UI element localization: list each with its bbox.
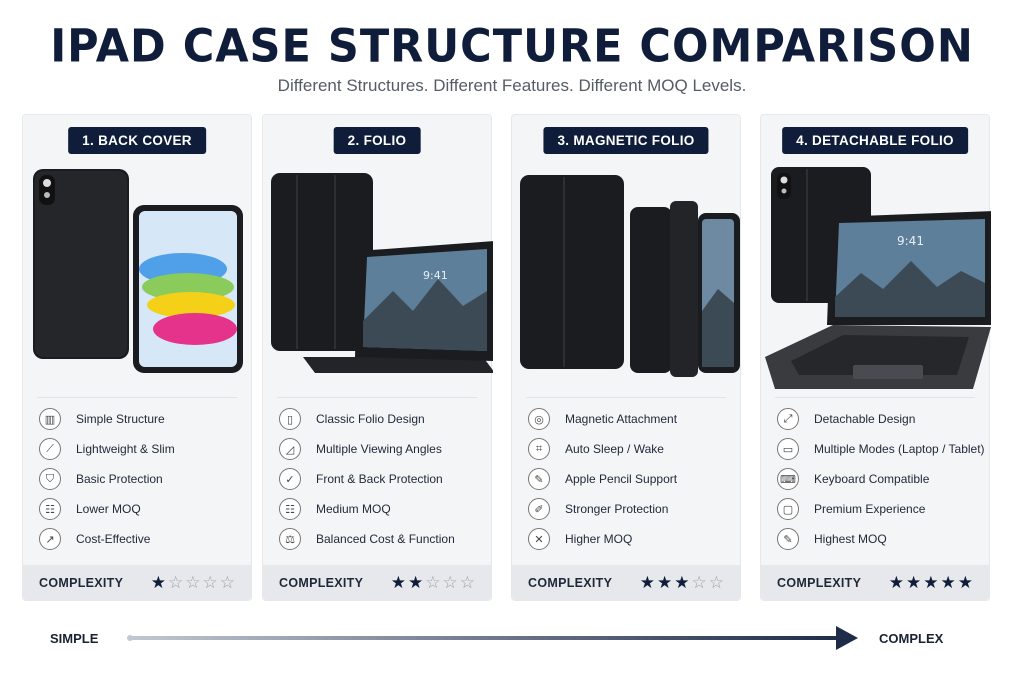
feature-item: ⌨Keyboard Compatible bbox=[777, 467, 981, 491]
card-back-cover: 1. BACK COVER ▥Simple Structure ⟋Lightwe… bbox=[22, 114, 252, 601]
star-filled-icon: ★ bbox=[639, 573, 655, 592]
complexity-stars: ★★★★★ bbox=[889, 574, 973, 591]
card-detachable-folio: 4. DETACHABLE FOLIO 9:41 ⤢Detachable Des… bbox=[760, 114, 991, 601]
detachable-folio-photo: 9:41 bbox=[765, 167, 991, 389]
pencil-icon: ✎ bbox=[777, 528, 799, 550]
complexity-bar: COMPLEXITY ★★☆☆☆ bbox=[263, 565, 491, 600]
feature-item: ▥Simple Structure bbox=[39, 407, 243, 431]
structure-icon: ▥ bbox=[39, 408, 61, 430]
star-empty-icon: ☆ bbox=[185, 573, 201, 592]
balance-icon: ⚖ bbox=[279, 528, 301, 550]
boxes-icon: ☷ bbox=[279, 498, 301, 520]
card-badge: 3. MAGNETIC FOLIO bbox=[543, 127, 709, 154]
card-badge: 1. BACK COVER bbox=[68, 127, 206, 154]
card-badge: 2. FOLIO bbox=[333, 127, 421, 154]
feature-item: ☷Medium MOQ bbox=[279, 497, 483, 521]
star-filled-icon: ★ bbox=[906, 573, 922, 592]
keyboard-icon: ⌨ bbox=[777, 468, 799, 490]
complexity-arrow bbox=[127, 626, 858, 650]
star-empty-icon: ☆ bbox=[708, 573, 724, 592]
feature-item: ↗Cost-Effective bbox=[39, 527, 243, 551]
star-filled-icon: ★ bbox=[940, 573, 956, 592]
star-empty-icon: ☆ bbox=[219, 573, 235, 592]
complexity-stars: ★★★☆☆ bbox=[640, 574, 724, 591]
feature-item: ✓Front & Back Protection bbox=[279, 467, 483, 491]
card-badge: 4. DETACHABLE FOLIO bbox=[782, 127, 968, 154]
card-folio: 2. FOLIO 9:41 ▯Classic Folio Design ◿Mul… bbox=[262, 114, 493, 601]
pen-icon: ✐ bbox=[528, 498, 550, 520]
feature-item: ✎Apple Pencil Support bbox=[528, 467, 732, 491]
feature-item: ▭Multiple Modes (Laptop / Tablet) bbox=[777, 437, 985, 461]
star-empty-icon: ☆ bbox=[459, 573, 475, 592]
magnet-icon: ◎ bbox=[528, 408, 550, 430]
feature-item: ⛉Basic Protection bbox=[39, 467, 243, 491]
feature-item: ⌗Auto Sleep / Wake bbox=[528, 437, 732, 461]
page-title: IPAD CASE STRUCTURE COMPARISON bbox=[50, 20, 974, 74]
star-empty-icon: ☆ bbox=[442, 573, 458, 592]
magnetic-folio-photo bbox=[520, 175, 740, 377]
feature-item: ◎Magnetic Attachment bbox=[528, 407, 732, 431]
pencil-icon: ✎ bbox=[528, 468, 550, 490]
complexity-bar: COMPLEXITY ★★★☆☆ bbox=[512, 565, 740, 600]
page-subtitle: Different Structures. Different Features… bbox=[277, 76, 747, 95]
star-filled-icon: ★ bbox=[674, 573, 690, 592]
complexity-label: COMPLEXITY bbox=[528, 575, 613, 590]
feather-icon: ⟋ bbox=[39, 438, 61, 460]
feature-item: ✐Stronger Protection bbox=[528, 497, 732, 521]
premium-icon: ▢ bbox=[777, 498, 799, 520]
card-magnetic-folio: 3. MAGNETIC FOLIO ◎Magnetic Attachment ⌗… bbox=[511, 114, 741, 601]
screen-time: 9:41 bbox=[423, 269, 448, 282]
star-empty-icon: ☆ bbox=[168, 573, 184, 592]
star-empty-icon: ☆ bbox=[691, 573, 707, 592]
feature-item: ◿Multiple Viewing Angles bbox=[279, 437, 483, 461]
feature-item: ⟋Lightweight & Slim bbox=[39, 437, 243, 461]
complexity-bar: COMPLEXITY ★★★★★ bbox=[761, 565, 989, 600]
detach-icon: ⤢ bbox=[777, 408, 799, 430]
star-empty-icon: ☆ bbox=[202, 573, 218, 592]
star-filled-icon: ★ bbox=[390, 573, 406, 592]
card-divider bbox=[37, 397, 237, 398]
star-filled-icon: ★ bbox=[888, 573, 904, 592]
feature-item: ✕Higher MOQ bbox=[528, 527, 732, 551]
complexity-label: COMPLEXITY bbox=[39, 575, 124, 590]
feature-item: ⚖Balanced Cost & Function bbox=[279, 527, 483, 551]
complexity-stars: ★☆☆☆☆ bbox=[151, 574, 235, 591]
shield-check-icon: ✓ bbox=[279, 468, 301, 490]
feature-item: ✎Highest MOQ bbox=[777, 527, 981, 551]
chart-icon: ↗ bbox=[39, 528, 61, 550]
complexity-stars: ★★☆☆☆ bbox=[391, 574, 475, 591]
tools-icon: ✕ bbox=[528, 528, 550, 550]
star-empty-icon: ☆ bbox=[425, 573, 441, 592]
feature-item: ⤢Detachable Design bbox=[777, 407, 981, 431]
complexity-label: COMPLEXITY bbox=[279, 575, 364, 590]
feature-item: ▯Classic Folio Design bbox=[279, 407, 483, 431]
feature-item: ▢Premium Experience bbox=[777, 497, 981, 521]
folio-photo: 9:41 bbox=[271, 173, 493, 373]
stand-icon: ◿ bbox=[279, 438, 301, 460]
card-divider bbox=[526, 397, 726, 398]
card-divider bbox=[277, 397, 477, 398]
star-filled-icon: ★ bbox=[150, 573, 166, 592]
sleep-icon: ⌗ bbox=[528, 438, 550, 460]
back-cover-photo bbox=[33, 169, 243, 373]
modes-icon: ▭ bbox=[777, 438, 799, 460]
star-filled-icon: ★ bbox=[657, 573, 673, 592]
complexity-bar: COMPLEXITY ★☆☆☆☆ bbox=[23, 565, 251, 600]
star-filled-icon: ★ bbox=[957, 573, 973, 592]
star-filled-icon: ★ bbox=[923, 573, 939, 592]
scale-simple-label: SIMPLE bbox=[50, 631, 99, 646]
star-filled-icon: ★ bbox=[408, 573, 424, 592]
feature-item: ☷Lower MOQ bbox=[39, 497, 243, 521]
boxes-icon: ☷ bbox=[39, 498, 61, 520]
screen-time: 9:41 bbox=[897, 234, 924, 248]
scale-complex-label: COMPLEX bbox=[879, 631, 944, 646]
shield-icon: ⛉ bbox=[39, 468, 61, 490]
complexity-label: COMPLEXITY bbox=[777, 575, 862, 590]
card-divider bbox=[775, 397, 975, 398]
folio-icon: ▯ bbox=[279, 408, 301, 430]
